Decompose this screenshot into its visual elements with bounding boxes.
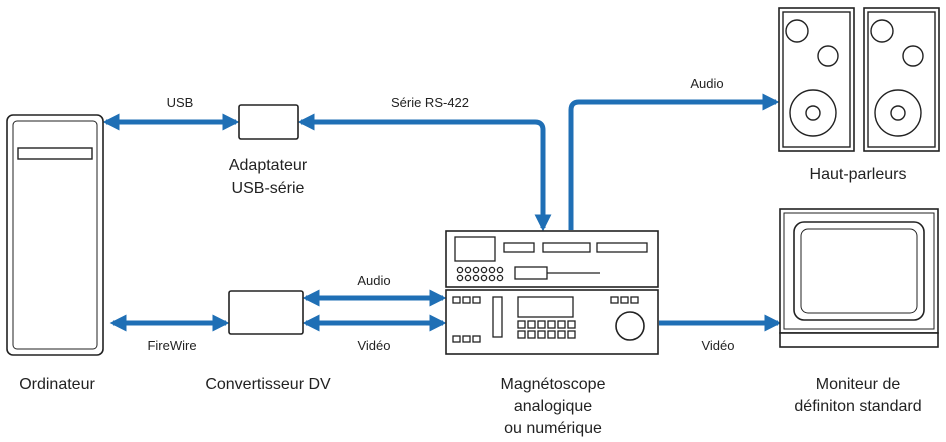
- cables: [102, 93, 782, 332]
- serial-cable: [297, 113, 552, 232]
- monitor: [779, 208, 939, 348]
- audio-speakers-label: Audio: [690, 76, 723, 91]
- adapter-label-line2: USB-série: [232, 180, 305, 197]
- vtr-deck: [445, 230, 659, 355]
- speaker-right: [863, 7, 940, 152]
- vtr-label-line1: Magnétoscope: [501, 376, 606, 393]
- serial-label: Série RS-422: [391, 95, 469, 110]
- computer-tower: [6, 114, 104, 356]
- video-converter-label: Vidéo: [357, 338, 390, 353]
- dv-converter: [228, 290, 304, 335]
- vtr-label-line2: analogique: [514, 398, 592, 415]
- converter-label: Convertisseur DV: [205, 376, 331, 393]
- computer-label: Ordinateur: [19, 376, 95, 393]
- speakers: [778, 7, 940, 152]
- monitor-label-line2: définiton standard: [794, 398, 921, 415]
- vtr-label-line3: ou numérique: [504, 420, 602, 437]
- firewire-label: FireWire: [147, 338, 196, 353]
- video-monitor-label: Vidéo: [701, 338, 734, 353]
- monitor-label-line1: Moniteur de: [816, 376, 901, 393]
- usb-serial-adapter: [238, 104, 299, 140]
- usb-label: USB: [167, 95, 194, 110]
- adapter-label-line1: Adaptateur: [229, 157, 308, 174]
- audio-converter-label: Audio: [357, 273, 390, 288]
- speaker-left: [778, 7, 855, 152]
- speakers-label: Haut-parleurs: [810, 166, 907, 183]
- audio-speaker-cable: [568, 93, 780, 230]
